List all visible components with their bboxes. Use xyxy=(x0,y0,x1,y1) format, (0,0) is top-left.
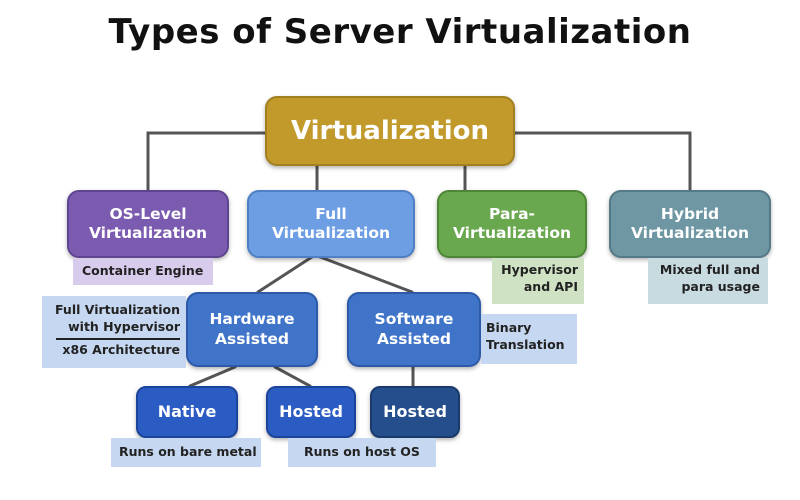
os-level-virtualization-node: OS-Level Virtualization xyxy=(67,190,229,258)
hybrid-note-line2: para usage xyxy=(681,278,760,294)
hybrid-note-line1: Mixed full and xyxy=(659,262,760,277)
para-line2: Virtualization xyxy=(452,224,572,242)
para-virtualization-node: Para- Virtualization xyxy=(437,190,587,258)
hardware-note: Full Virtualization with Hypervisor x86 … xyxy=(42,296,186,368)
hybrid-line1: Hybrid xyxy=(660,204,720,223)
hardware-note-line2: with Hypervisor xyxy=(68,318,180,334)
software-note: Binary Translation xyxy=(481,314,577,364)
os-level-note: Container Engine xyxy=(73,258,213,285)
software-note-line2: Translation xyxy=(486,336,565,352)
full-line1: Full xyxy=(315,204,347,223)
native-node: Native xyxy=(136,386,238,438)
hardware-note-line1: Full Virtualization xyxy=(55,302,180,317)
connector-hardware-hosted xyxy=(273,365,312,388)
hybrid-line2: Virtualization xyxy=(630,224,750,242)
os-level-line1: OS-Level xyxy=(109,204,187,223)
hosted-software-node: Hosted xyxy=(370,386,460,438)
root-label: Virtualization xyxy=(290,115,490,146)
native-label: Native xyxy=(157,402,217,421)
diagram-title: Types of Server Virtualization xyxy=(108,12,692,52)
native-note-text: Runs on bare metal xyxy=(119,444,257,459)
software-line2: Assisted xyxy=(376,329,451,348)
hardware-note-line3: x86 Architecture xyxy=(62,341,180,357)
os-level-line2: Virtualization xyxy=(88,224,208,242)
connector-root-oslevel xyxy=(146,131,270,192)
hosted-software-label: Hosted xyxy=(383,402,447,421)
hosted-note-text: Runs on host OS xyxy=(304,444,420,459)
native-note: Runs on bare metal xyxy=(111,438,261,467)
hybrid-virtualization-node: Hybrid Virtualization xyxy=(609,190,771,258)
hardware-line2: Assisted xyxy=(214,329,289,348)
hosted-hardware-node: Hosted xyxy=(266,386,356,438)
hardware-assisted-node: Hardware Assisted xyxy=(186,292,318,367)
hosted-note: Runs on host OS xyxy=(288,438,436,467)
full-virtualization-node: Full Virtualization xyxy=(247,190,415,258)
hardware-note-divider xyxy=(56,337,180,340)
software-assisted-node: Software Assisted xyxy=(347,292,481,367)
os-level-note-text: Container Engine xyxy=(82,263,204,278)
full-line2: Virtualization xyxy=(271,224,391,242)
para-note-line1: Hypervisor xyxy=(501,262,578,277)
connector-full-software xyxy=(313,253,414,294)
para-line1: Para- xyxy=(489,204,535,223)
virtualization-root-node: Virtualization xyxy=(265,96,515,166)
hybrid-note: Mixed full and para usage xyxy=(648,258,768,304)
connector-root-hybrid xyxy=(513,131,692,192)
para-note: Hypervisor and API xyxy=(492,258,584,304)
connector-full-hardware xyxy=(256,253,317,294)
hosted-hardware-label: Hosted xyxy=(279,402,343,421)
connector-hardware-native xyxy=(188,365,237,388)
software-note-line1: Binary xyxy=(486,320,532,335)
hardware-line1: Hardware xyxy=(209,310,295,329)
para-note-line2: and API xyxy=(523,278,578,294)
software-line1: Software xyxy=(374,310,454,329)
